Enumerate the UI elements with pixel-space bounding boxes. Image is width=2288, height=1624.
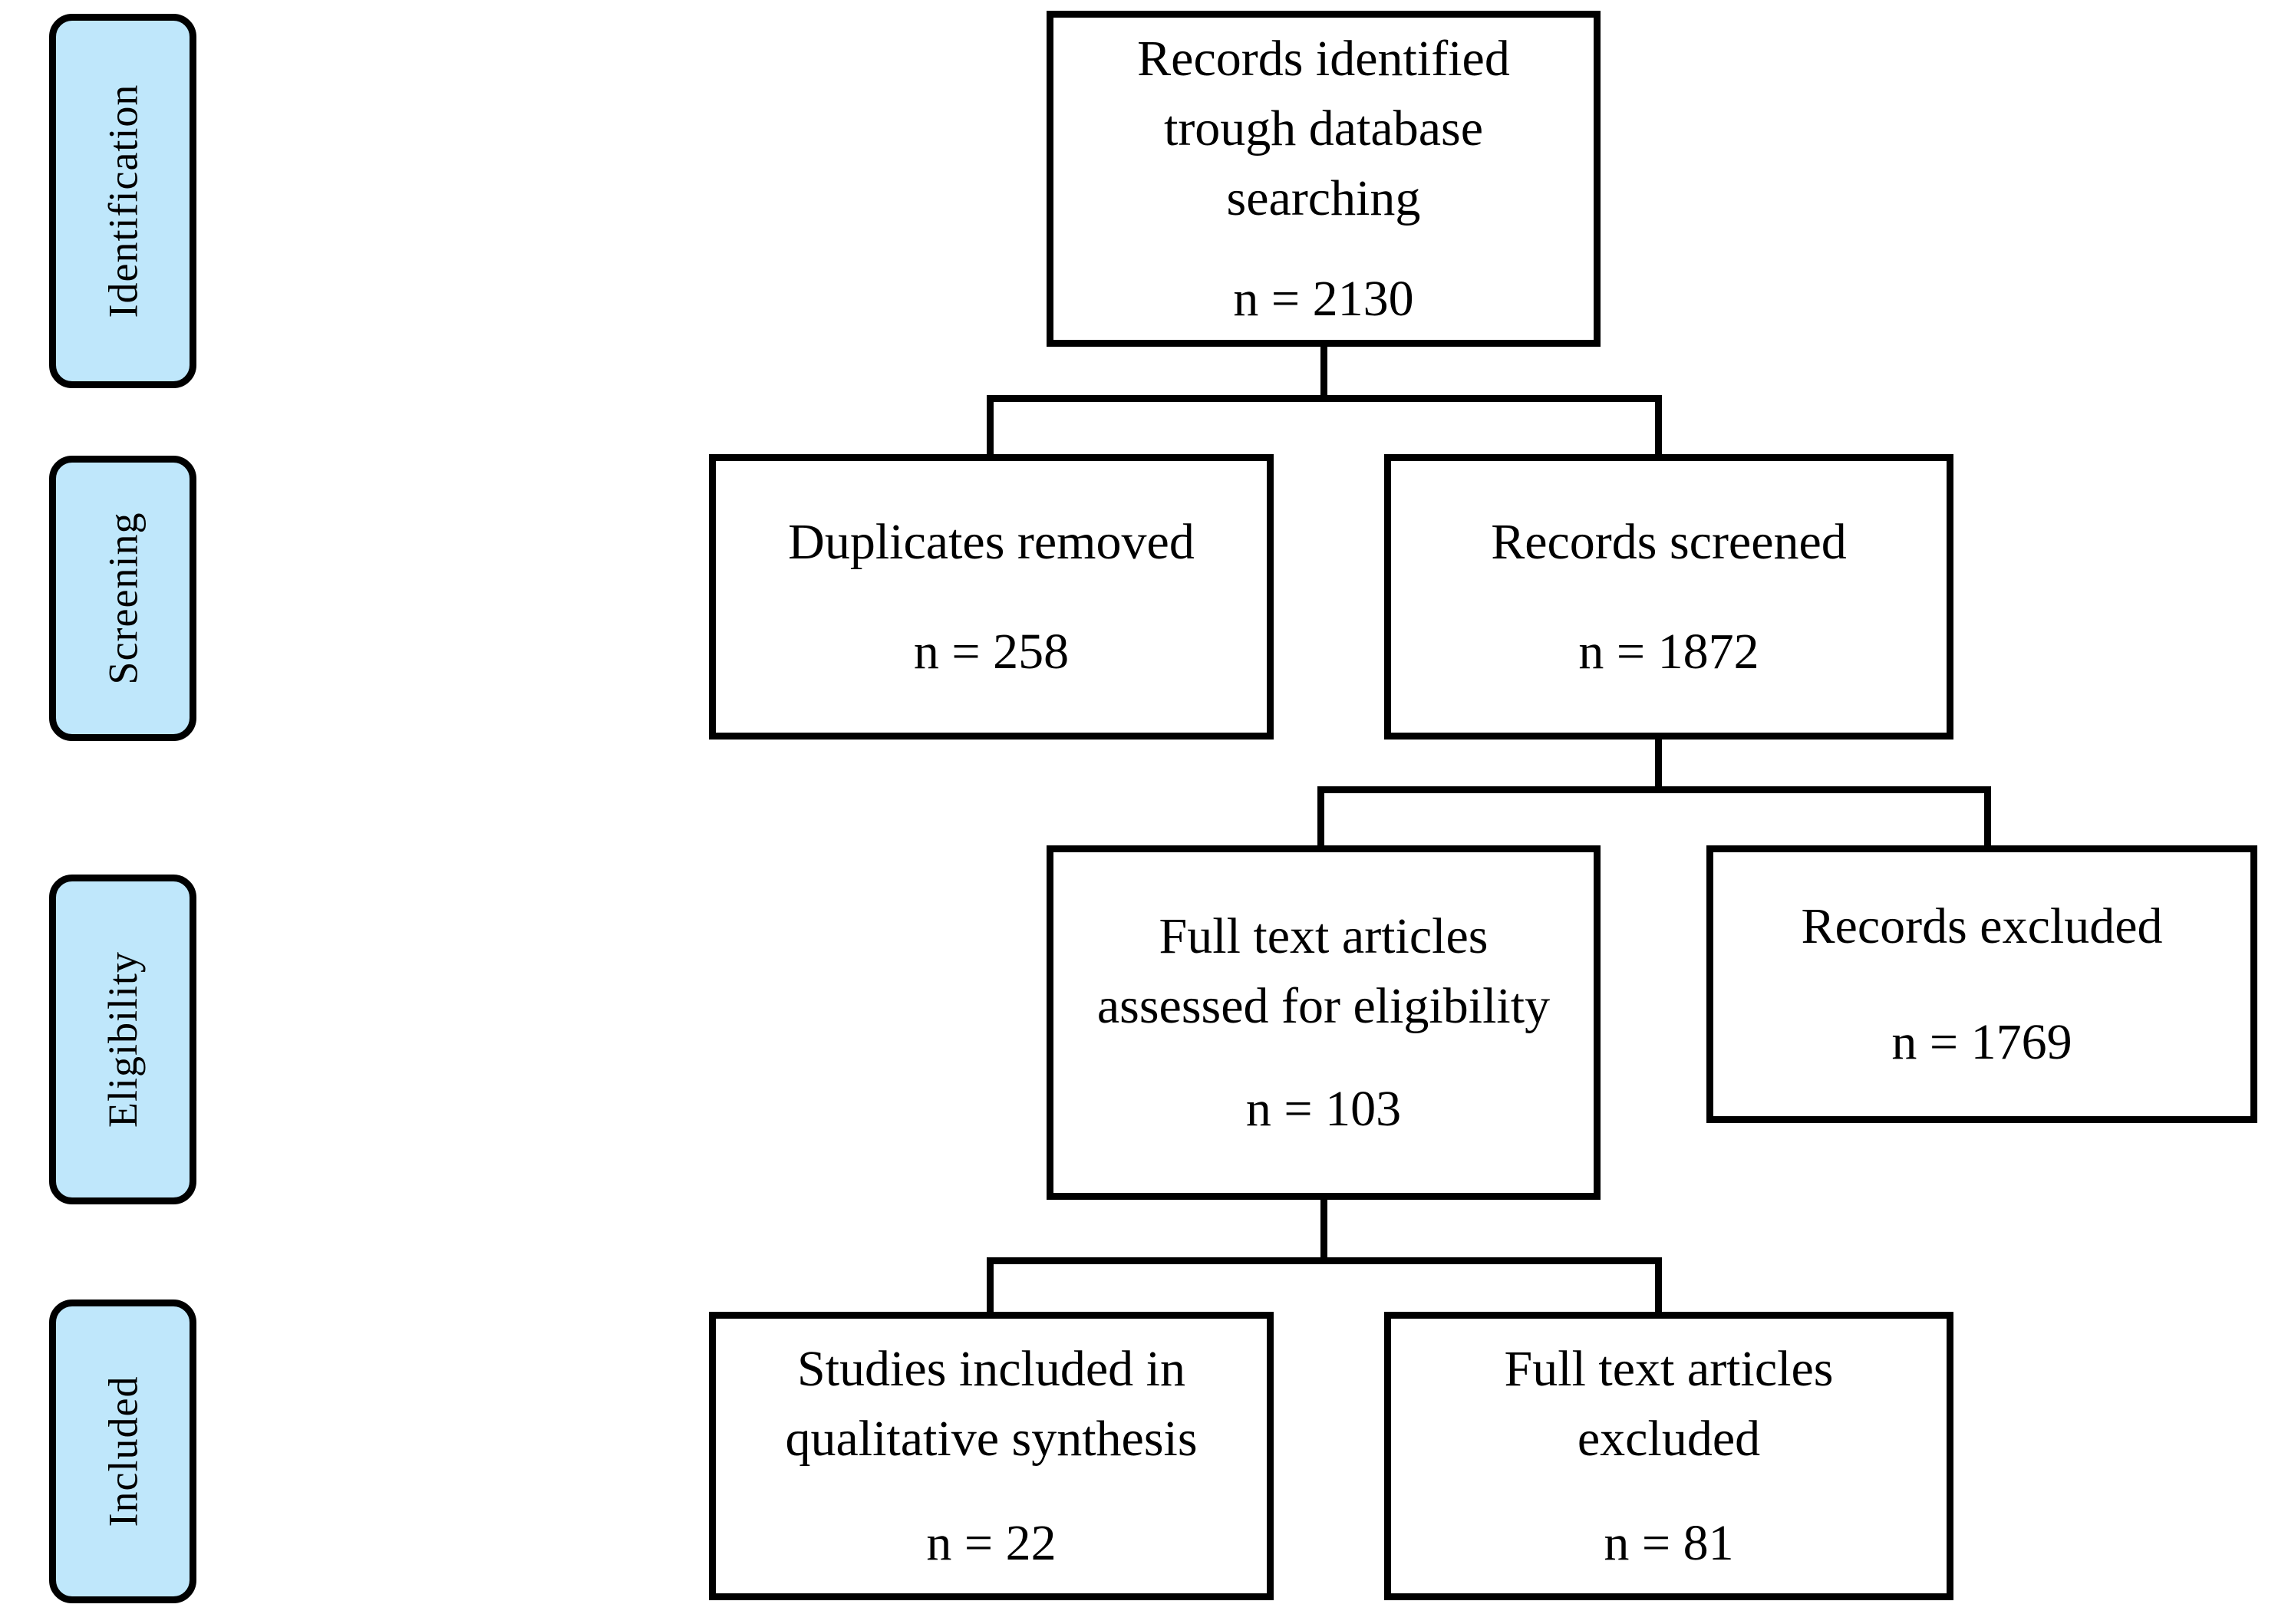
flow-box-duplicates-removed: Duplicates removed n = 258: [709, 454, 1274, 740]
connector-line: [1655, 737, 1662, 793]
flow-box-studies-included: Studies included in qualitative synthesi…: [709, 1312, 1274, 1600]
flow-box-fulltext-assessed: Full text articles assessed for eligibil…: [1047, 845, 1601, 1200]
box-label: Duplicates removed: [788, 513, 1195, 570]
box-label: Full text articles assessed for eligibil…: [1096, 908, 1551, 1035]
box-count: n = 22: [926, 1514, 1057, 1571]
stage-included: Included: [49, 1300, 196, 1603]
connector-line: [987, 1257, 994, 1314]
connector-line: [987, 1257, 1662, 1264]
stage-label: Eligibility: [100, 950, 147, 1128]
connector-line: [1655, 1257, 1662, 1314]
connector-line: [1984, 786, 1991, 848]
stage-label: Screening: [100, 512, 147, 685]
connector-line: [1320, 1197, 1327, 1264]
box-label: Records identified trough database searc…: [1137, 30, 1510, 226]
connector-line: [1320, 344, 1327, 402]
box-count: n = 1769: [1891, 1014, 2072, 1070]
flow-box-records-screened: Records screened n = 1872: [1384, 454, 1953, 740]
connector-line: [1317, 786, 1991, 793]
box-label: Records screened: [1491, 513, 1847, 570]
stage-screening: Screening: [49, 456, 196, 741]
stage-label: Identification: [100, 84, 147, 318]
connector-line: [1317, 786, 1324, 848]
flow-box-records-excluded: Records excluded n = 1769: [1706, 845, 2257, 1123]
flow-box-records-identified: Records identified trough database searc…: [1047, 11, 1601, 347]
box-count: n = 81: [1604, 1514, 1734, 1571]
box-label: Full text articles excluded: [1504, 1341, 1834, 1468]
connector-line: [987, 395, 1662, 402]
box-label: Records excluded: [1801, 898, 2163, 954]
box-count: n = 2130: [1233, 271, 1414, 328]
box-count: n = 103: [1245, 1080, 1402, 1137]
connector-line: [1655, 395, 1662, 456]
stage-identification: Identification: [49, 14, 196, 388]
flow-box-fulltext-excluded: Full text articles excluded n = 81: [1384, 1312, 1953, 1600]
box-count: n = 1872: [1578, 624, 1759, 680]
box-label: Studies included in qualitative synthesi…: [785, 1341, 1198, 1468]
stage-eligibility: Eligibility: [49, 875, 196, 1204]
connector-line: [987, 395, 994, 456]
box-count: n = 258: [913, 624, 1070, 680]
stage-label: Included: [100, 1375, 147, 1527]
